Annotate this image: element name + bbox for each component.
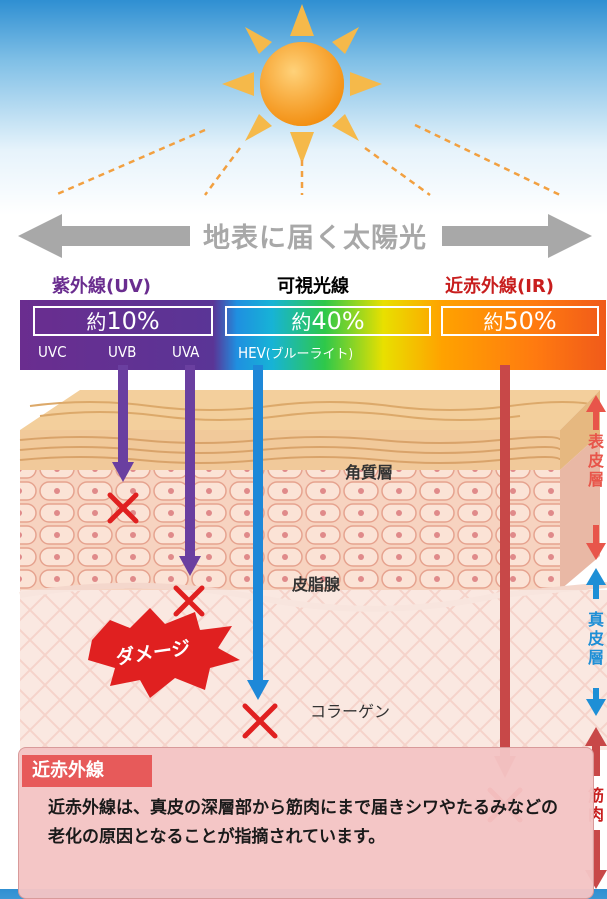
uv-percent-value: 10 [106,307,137,335]
side-label-dermis: 真 皮 層 [586,610,606,667]
uv-percent-unit: % [136,307,160,335]
visible-percent-unit: % [341,307,365,335]
ir-percent-value: 50 [503,307,534,335]
uva-arrow [179,365,201,576]
ir-note-body: 近赤外線は、真皮の深層部から筋肉にまで届きシワやたるみなどの老化の原因となること… [48,798,558,847]
uv-percent-prefix: 約 [86,310,107,334]
ir-percent-unit: % [533,307,557,335]
uvc-label: UVC [38,343,67,361]
layer-label-collagen: コラーゲン [310,702,391,721]
layer-label-sebaceous-gland: 皮脂腺 [292,575,341,594]
uv-percent-box: 約10% [33,306,213,336]
sunray-lines [54,123,561,197]
ir-percent-box: 約50% [441,306,599,336]
hev-arrow [247,365,269,700]
side-label-dermis-3: 層 [587,648,604,667]
visible-percent-box: 約40% [225,306,431,336]
side-label-epidermis-1: 表 [587,432,604,451]
side-label-epidermis-3: 層 [587,470,604,489]
epidermis-range-arrow [586,395,606,560]
visible-percent-prefix: 約 [291,310,312,334]
side-label-dermis-2: 皮 [587,629,604,648]
layer-label-stratum-corneum: 角質層 [345,463,394,482]
band-label-ir: 近赤外線(IR) [445,276,555,297]
band-label-visible: 可視光線 [277,276,349,297]
ir-arrow [494,365,516,778]
sunlight-span-arrow [18,214,592,258]
uva-label: UVA [172,343,200,361]
hev-label-text: HEV [238,344,266,362]
sunlight-title: 地表に届く太陽光 [203,223,427,254]
ir-note-tag: 近赤外線 [22,755,152,787]
uvb-arrow [112,365,134,482]
band-label-uv: 紫外線(UV) [52,276,151,297]
hev-note: (ブルーライト) [265,347,354,362]
side-label-epidermis-2: 皮 [587,451,604,470]
dermis-range-arrow [586,568,606,716]
uvb-label: UVB [108,343,137,361]
damage-burst [88,608,240,698]
side-label-epidermis: 表 皮 層 [586,432,606,489]
sun-icon [222,4,382,164]
hev-label: HEV(ブルーライト) [238,343,353,362]
side-label-dermis-1: 真 [587,610,604,629]
visible-percent-value: 40 [311,307,342,335]
sun-illustration [18,4,592,258]
ir-percent-prefix: 約 [483,310,504,334]
